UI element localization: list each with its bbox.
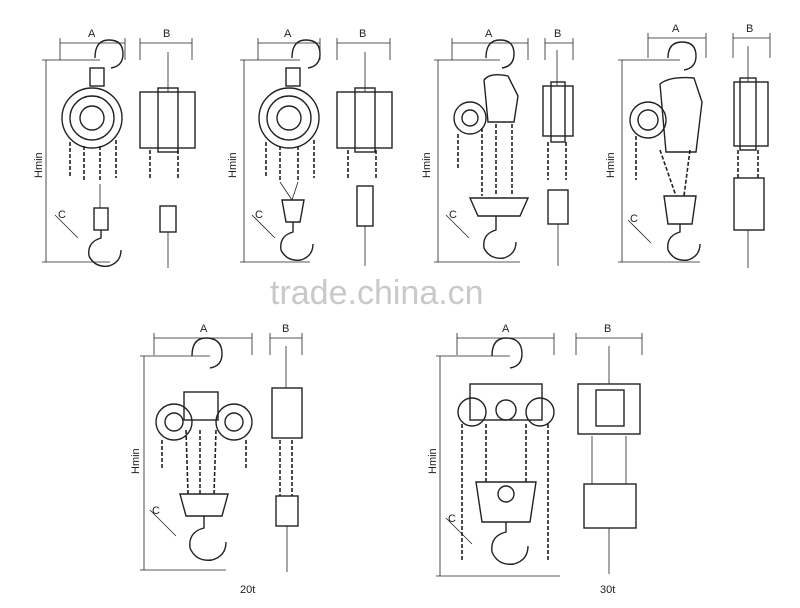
dimension-label-a: A bbox=[200, 323, 208, 335]
dimension-label-c: C bbox=[152, 505, 160, 517]
hoist-drawing-4: A Hmin C B bbox=[605, 23, 771, 268]
dimension-label-a: A bbox=[672, 23, 680, 35]
dimension-label-b: B bbox=[163, 28, 170, 40]
dimension-label-a: A bbox=[284, 28, 292, 40]
dimension-label-hmin: Hmin bbox=[130, 448, 142, 474]
front-view-30t: A Hmin C bbox=[427, 323, 560, 577]
hoist-drawing-30t: A Hmin C B bbox=[427, 323, 643, 596]
front-view-4: A Hmin C bbox=[605, 23, 707, 263]
dimension-label-c: C bbox=[255, 209, 263, 221]
side-view-4: B bbox=[732, 23, 771, 268]
dimension-label-b: B bbox=[746, 23, 753, 35]
hoist-drawing-2: A Hmin C B bbox=[227, 28, 393, 266]
dimension-label-b: B bbox=[282, 323, 289, 335]
capacity-caption-20t: 20t bbox=[240, 584, 255, 596]
dimension-label-hmin: Hmin bbox=[227, 152, 239, 178]
dimension-label-c: C bbox=[58, 209, 66, 221]
dimension-label-a: A bbox=[502, 323, 510, 335]
dimension-label-hmin: Hmin bbox=[427, 448, 439, 474]
dimension-label-a: A bbox=[88, 28, 96, 40]
watermark-text: trade.china.cn bbox=[270, 274, 484, 312]
dimension-label-hmin: Hmin bbox=[605, 152, 617, 178]
front-view-3: A Hmin C bbox=[421, 28, 530, 263]
hoist-drawing-20t: A Hmin C B bbox=[130, 323, 303, 596]
dimension-label-hmin: Hmin bbox=[421, 152, 433, 178]
front-view-1: A Hmin C bbox=[33, 28, 126, 267]
front-view-20t: A Hmin C bbox=[130, 323, 253, 571]
side-view-30t: B bbox=[575, 323, 643, 574]
dimension-label-c: C bbox=[449, 209, 457, 221]
side-view-2: B bbox=[336, 28, 393, 266]
hoist-drawing-1: A Hmin C B bbox=[33, 28, 196, 268]
dimension-label-c: C bbox=[448, 513, 456, 525]
dimension-label-c: C bbox=[630, 213, 638, 225]
side-view-1: B bbox=[139, 28, 196, 268]
dimension-label-hmin: Hmin bbox=[33, 152, 45, 178]
dimension-label-a: A bbox=[485, 28, 493, 40]
dimension-label-b: B bbox=[359, 28, 366, 40]
side-view-3: B bbox=[542, 28, 574, 266]
dimension-label-b: B bbox=[604, 323, 611, 335]
front-view-2: A Hmin C bbox=[227, 28, 321, 263]
dimension-label-b: B bbox=[554, 28, 561, 40]
side-view-20t: B bbox=[269, 323, 303, 572]
hoist-drawing-3: A Hmin C B bbox=[421, 28, 574, 266]
capacity-caption-30t: 30t bbox=[600, 584, 615, 596]
